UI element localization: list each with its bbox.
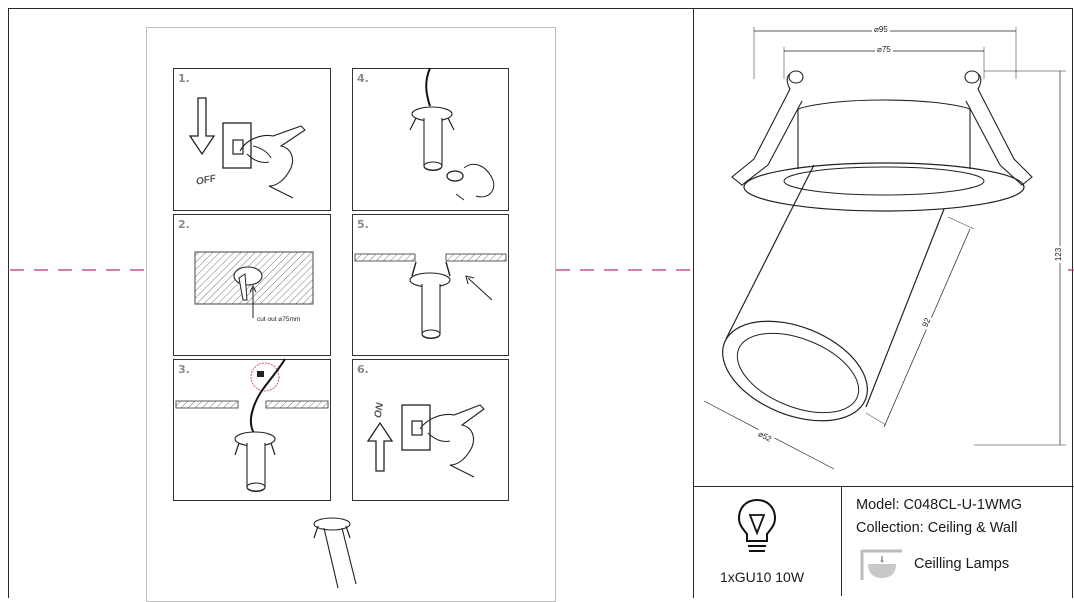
ceiling-lamp-icon [860,549,902,580]
dim-height: 123 [1054,245,1064,264]
category-label: Ceilling Lamps [914,556,1010,572]
switch-off-illustration [188,97,306,199]
step-4-number: 4. [357,72,369,85]
step-3-number: 3. [178,363,190,376]
lamp-preview-illustration [313,517,357,589]
step-6-panel [352,359,509,501]
spec-table [693,486,1074,596]
connect-lamp-illustration [409,67,495,201]
fold-marker-left [10,269,1074,271]
step-2-panel [173,214,331,356]
lamp-spec: 1xGU10 10W [720,569,805,585]
collection-name: Collection: Ceiling & Wall [856,520,1018,536]
step-5-panel [352,214,509,356]
insert-lamp-illustration [354,253,507,340]
ceiling-cutout-illustration [194,251,314,318]
dim-outer-diameter: ⌀95 [872,25,890,34]
dim-cutout-diameter: ⌀75 [875,45,893,54]
wiring-illustration [175,358,329,493]
lightbulb-icon [737,498,777,552]
technical-drawing [703,27,1066,470]
step-5-number: 5. [357,218,369,231]
switch-on-illustration [366,404,485,478]
page-frame-right [693,8,1073,598]
model-number: Model: C048CL-U-1WMG [856,497,1022,513]
step-1-number: 1. [178,72,190,85]
step-2-cutout-label: cut out ⌀75mm [257,316,301,323]
step-2-number: 2. [178,218,190,231]
spec-divider [841,486,842,596]
step-6-number: 6. [357,363,369,376]
step-1-panel [173,68,331,211]
step-3-panel [173,359,331,501]
